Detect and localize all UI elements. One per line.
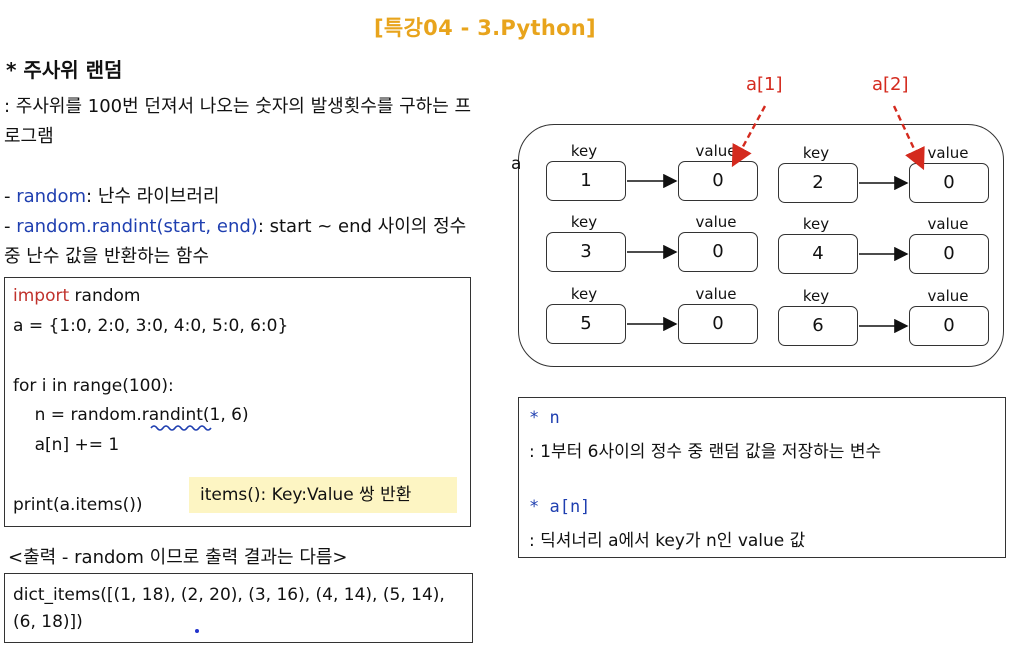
code-box: import random a = {1:0, 2:0, 3:0, 4:0, 5…: [4, 277, 471, 527]
key-caption: key: [802, 287, 830, 305]
key-caption: key: [570, 213, 598, 231]
pointer-label-a1: a[1]: [746, 74, 783, 95]
value-caption: value: [695, 213, 737, 231]
pointer-arrow-a2: [892, 105, 925, 171]
value-caption: value: [695, 142, 737, 160]
key-cell: 5: [546, 304, 626, 344]
key-caption: key: [570, 285, 598, 303]
note-n-title: * n: [529, 408, 560, 428]
section-description: : 주사위를 100번 던져서 나오는 숫자의 발생횟수를 구하는 프로그램: [4, 96, 472, 147]
items-tip: items(): Key:Value 쌍 반환: [189, 477, 457, 513]
key-caption: key: [570, 142, 598, 160]
dict-var-label: a: [511, 154, 522, 174]
key-cell: 6: [778, 306, 858, 346]
key-cell: 3: [546, 232, 626, 272]
library-name: random.randint(start, end): [16, 216, 258, 237]
spellcheck-squiggle: [150, 425, 212, 431]
output-heading: <출력 - random 이므로 출력 결과는 다름>: [8, 547, 348, 568]
code-line: a[n] += 1: [13, 435, 120, 455]
value-cell: 0: [678, 161, 758, 201]
note-n-desc: : 1부터 6사이의 정수 중 랜덤 값을 저장하는 변수: [529, 442, 882, 462]
key-caption: key: [802, 215, 830, 233]
key-cell: 4: [778, 234, 858, 274]
code-line: import random: [13, 286, 141, 306]
key-cell: 1: [546, 161, 626, 201]
library-item-randint: - random.randint(start, end): start ~ en…: [4, 216, 467, 267]
note-an-title: * a[n]: [529, 497, 591, 517]
code-line: for i in range(100):: [13, 376, 174, 396]
section-heading: * 주사위 랜덤: [6, 58, 123, 82]
cursor-dot: [195, 629, 199, 633]
code-line: print(a.items()): [13, 495, 143, 515]
library-item-random: - random: 난수 라이브러리: [4, 186, 220, 207]
notes-box: * n : 1부터 6사이의 정수 중 랜덤 값을 저장하는 변수 * a[n]…: [518, 397, 1006, 558]
pointer-label-a2: a[2]: [872, 74, 909, 95]
note-an-desc: : 딕셔너리 a에서 key가 n인 value 값: [529, 531, 806, 551]
key-caption: key: [802, 144, 830, 162]
dict-panel: [518, 124, 1004, 367]
value-caption: value: [927, 144, 969, 162]
page-title: [특강04 - 3.Python]: [374, 16, 596, 40]
output-box: dict_items([(1, 18), (2, 20), (3, 16), (…: [4, 573, 473, 643]
value-caption: value: [927, 215, 969, 233]
library-list: - random: 난수 라이브러리 - random.randint(star…: [4, 182, 474, 272]
value-cell: 0: [678, 304, 758, 344]
key-cell: 2: [778, 163, 858, 203]
library-name: random: [16, 186, 87, 207]
value-cell: 0: [909, 234, 989, 274]
value-cell: 0: [678, 232, 758, 272]
value-cell: 0: [909, 306, 989, 346]
code-line: a = {1:0, 2:0, 3:0, 4:0, 5:0, 6:0}: [13, 316, 289, 336]
value-caption: value: [695, 285, 737, 303]
pointer-arrow-a1: [731, 105, 767, 168]
code-line: n = random.randint(1, 6): [13, 405, 249, 425]
code-keyword: import: [13, 286, 70, 306]
value-caption: value: [927, 287, 969, 305]
